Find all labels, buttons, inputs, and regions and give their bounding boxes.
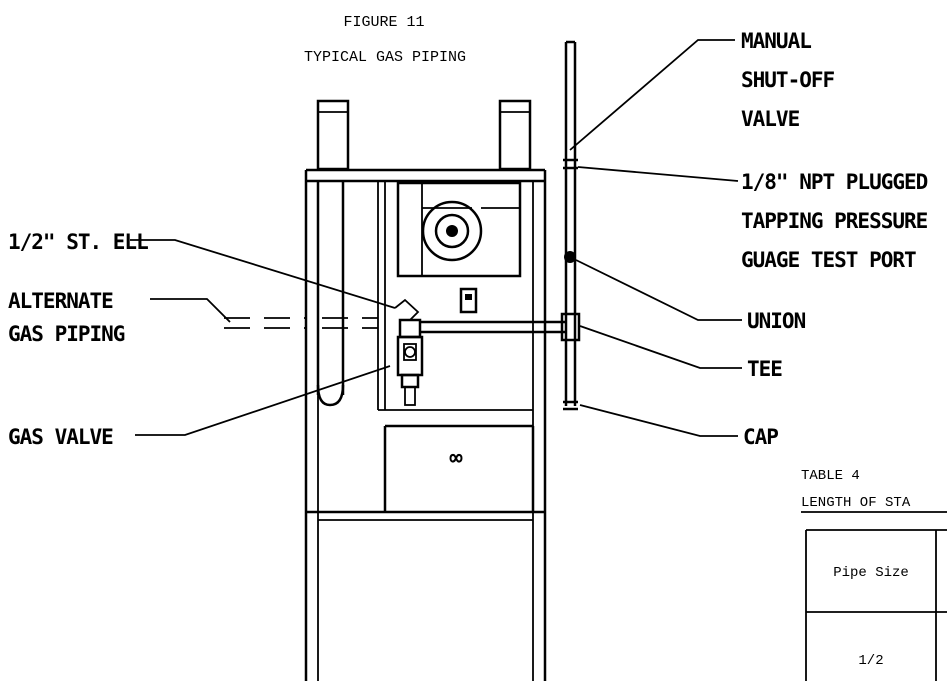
blower-wheel	[421, 200, 483, 262]
label-union: UNION	[747, 309, 806, 333]
table-4: TABLE 4 LENGTH OF STA Pipe Size 1/2	[801, 468, 947, 681]
burner-box-symbol: ∞	[449, 446, 463, 471]
label-tapping-3: GUAGE TEST PORT	[741, 248, 916, 272]
label-tee: TEE	[747, 357, 782, 381]
pressure-switch	[459, 287, 478, 314]
label-manual-2: SHUT-OFF	[741, 68, 835, 92]
figure-title-block: FIGURE 11 TYPICAL GAS PIPING	[304, 14, 466, 66]
table-title: TABLE 4	[801, 468, 860, 484]
table-subtitle: LENGTH OF STA	[801, 495, 911, 511]
gas-valve-body	[396, 335, 424, 377]
table-cell-row-1: 1/2	[858, 653, 883, 669]
label-st-ell: 1/2" ST. ELL	[8, 230, 148, 254]
st-ell-fitting	[398, 318, 422, 339]
table-header-pipe-size: Pipe Size	[833, 565, 909, 581]
label-tapping-1: 1/8" NPT PLUGGED	[741, 170, 928, 194]
figure-title: TYPICAL GAS PIPING	[304, 49, 466, 66]
label-alternate-2: GAS PIPING	[8, 322, 125, 346]
label-tapping-2: TAPPING PRESSURE	[741, 209, 928, 233]
leader-lines	[130, 39, 742, 437]
right-callouts: MANUAL SHUT-OFF VALVE 1/8" NPT PLUGGED T…	[741, 29, 929, 449]
label-cap: CAP	[743, 425, 778, 449]
figure-number: FIGURE 11	[343, 14, 424, 31]
label-manual-3: VALVE	[741, 107, 800, 131]
label-manual-1: MANUAL	[741, 29, 811, 53]
gas-supply-pipe	[224, 317, 566, 334]
union-fitting	[564, 251, 576, 263]
furnace-drawing: ∞	[304, 99, 547, 681]
tee-fitting	[560, 312, 581, 342]
blower-housing	[396, 181, 522, 278]
drip-leg-pipe	[560, 40, 581, 411]
label-gas-valve: GAS VALVE	[8, 425, 113, 449]
left-callouts: 1/2" ST. ELL ALTERNATE GAS PIPING GAS VA…	[8, 230, 149, 449]
label-alternate-1: ALTERNATE	[8, 289, 113, 313]
vent-pipe-elbow	[316, 384, 345, 407]
